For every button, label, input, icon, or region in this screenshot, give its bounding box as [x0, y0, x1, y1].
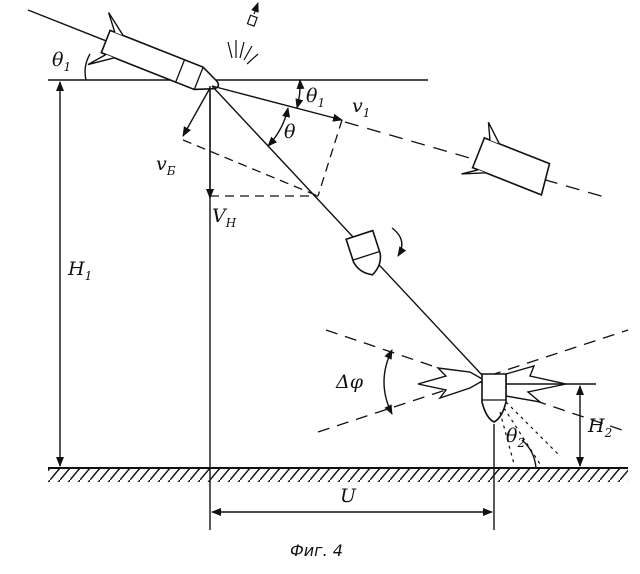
theta1-right-label: θ1 — [306, 85, 325, 110]
warhead-burst — [481, 373, 507, 423]
delta-phi-arc — [383, 349, 393, 415]
theta2-label: θ2 — [506, 425, 525, 450]
fragment-arrow — [246, 2, 259, 27]
v1-label: v1 — [352, 95, 370, 120]
ground — [48, 467, 628, 482]
delta-phi-label: Δφ — [335, 371, 364, 393]
fragment-spray — [499, 401, 561, 465]
h1-label: H1 — [67, 258, 92, 283]
theta2-arc — [521, 439, 537, 469]
u-label: U — [340, 485, 357, 507]
warhead-mid — [345, 229, 382, 276]
vector-construction — [182, 119, 343, 197]
carrier-missile — [87, 12, 220, 91]
theta1-arc-right — [295, 79, 305, 109]
separation-burst — [227, 40, 259, 65]
vn-label: VН — [212, 205, 237, 230]
burst-flash-left — [417, 367, 486, 400]
theta-label: θ — [284, 121, 296, 143]
theta1-left-label: θ1 — [52, 49, 71, 74]
h2-label: H2 — [587, 415, 612, 440]
vb-vector — [182, 87, 211, 137]
theta-arc — [267, 107, 291, 147]
theta1-arc-left — [84, 53, 91, 81]
second-missile — [461, 121, 551, 196]
v1-vector — [211, 85, 343, 122]
rotation-arrow — [391, 227, 407, 257]
vb-label: vБ — [156, 153, 176, 178]
figure-caption: Фиг. 4 — [290, 541, 343, 560]
